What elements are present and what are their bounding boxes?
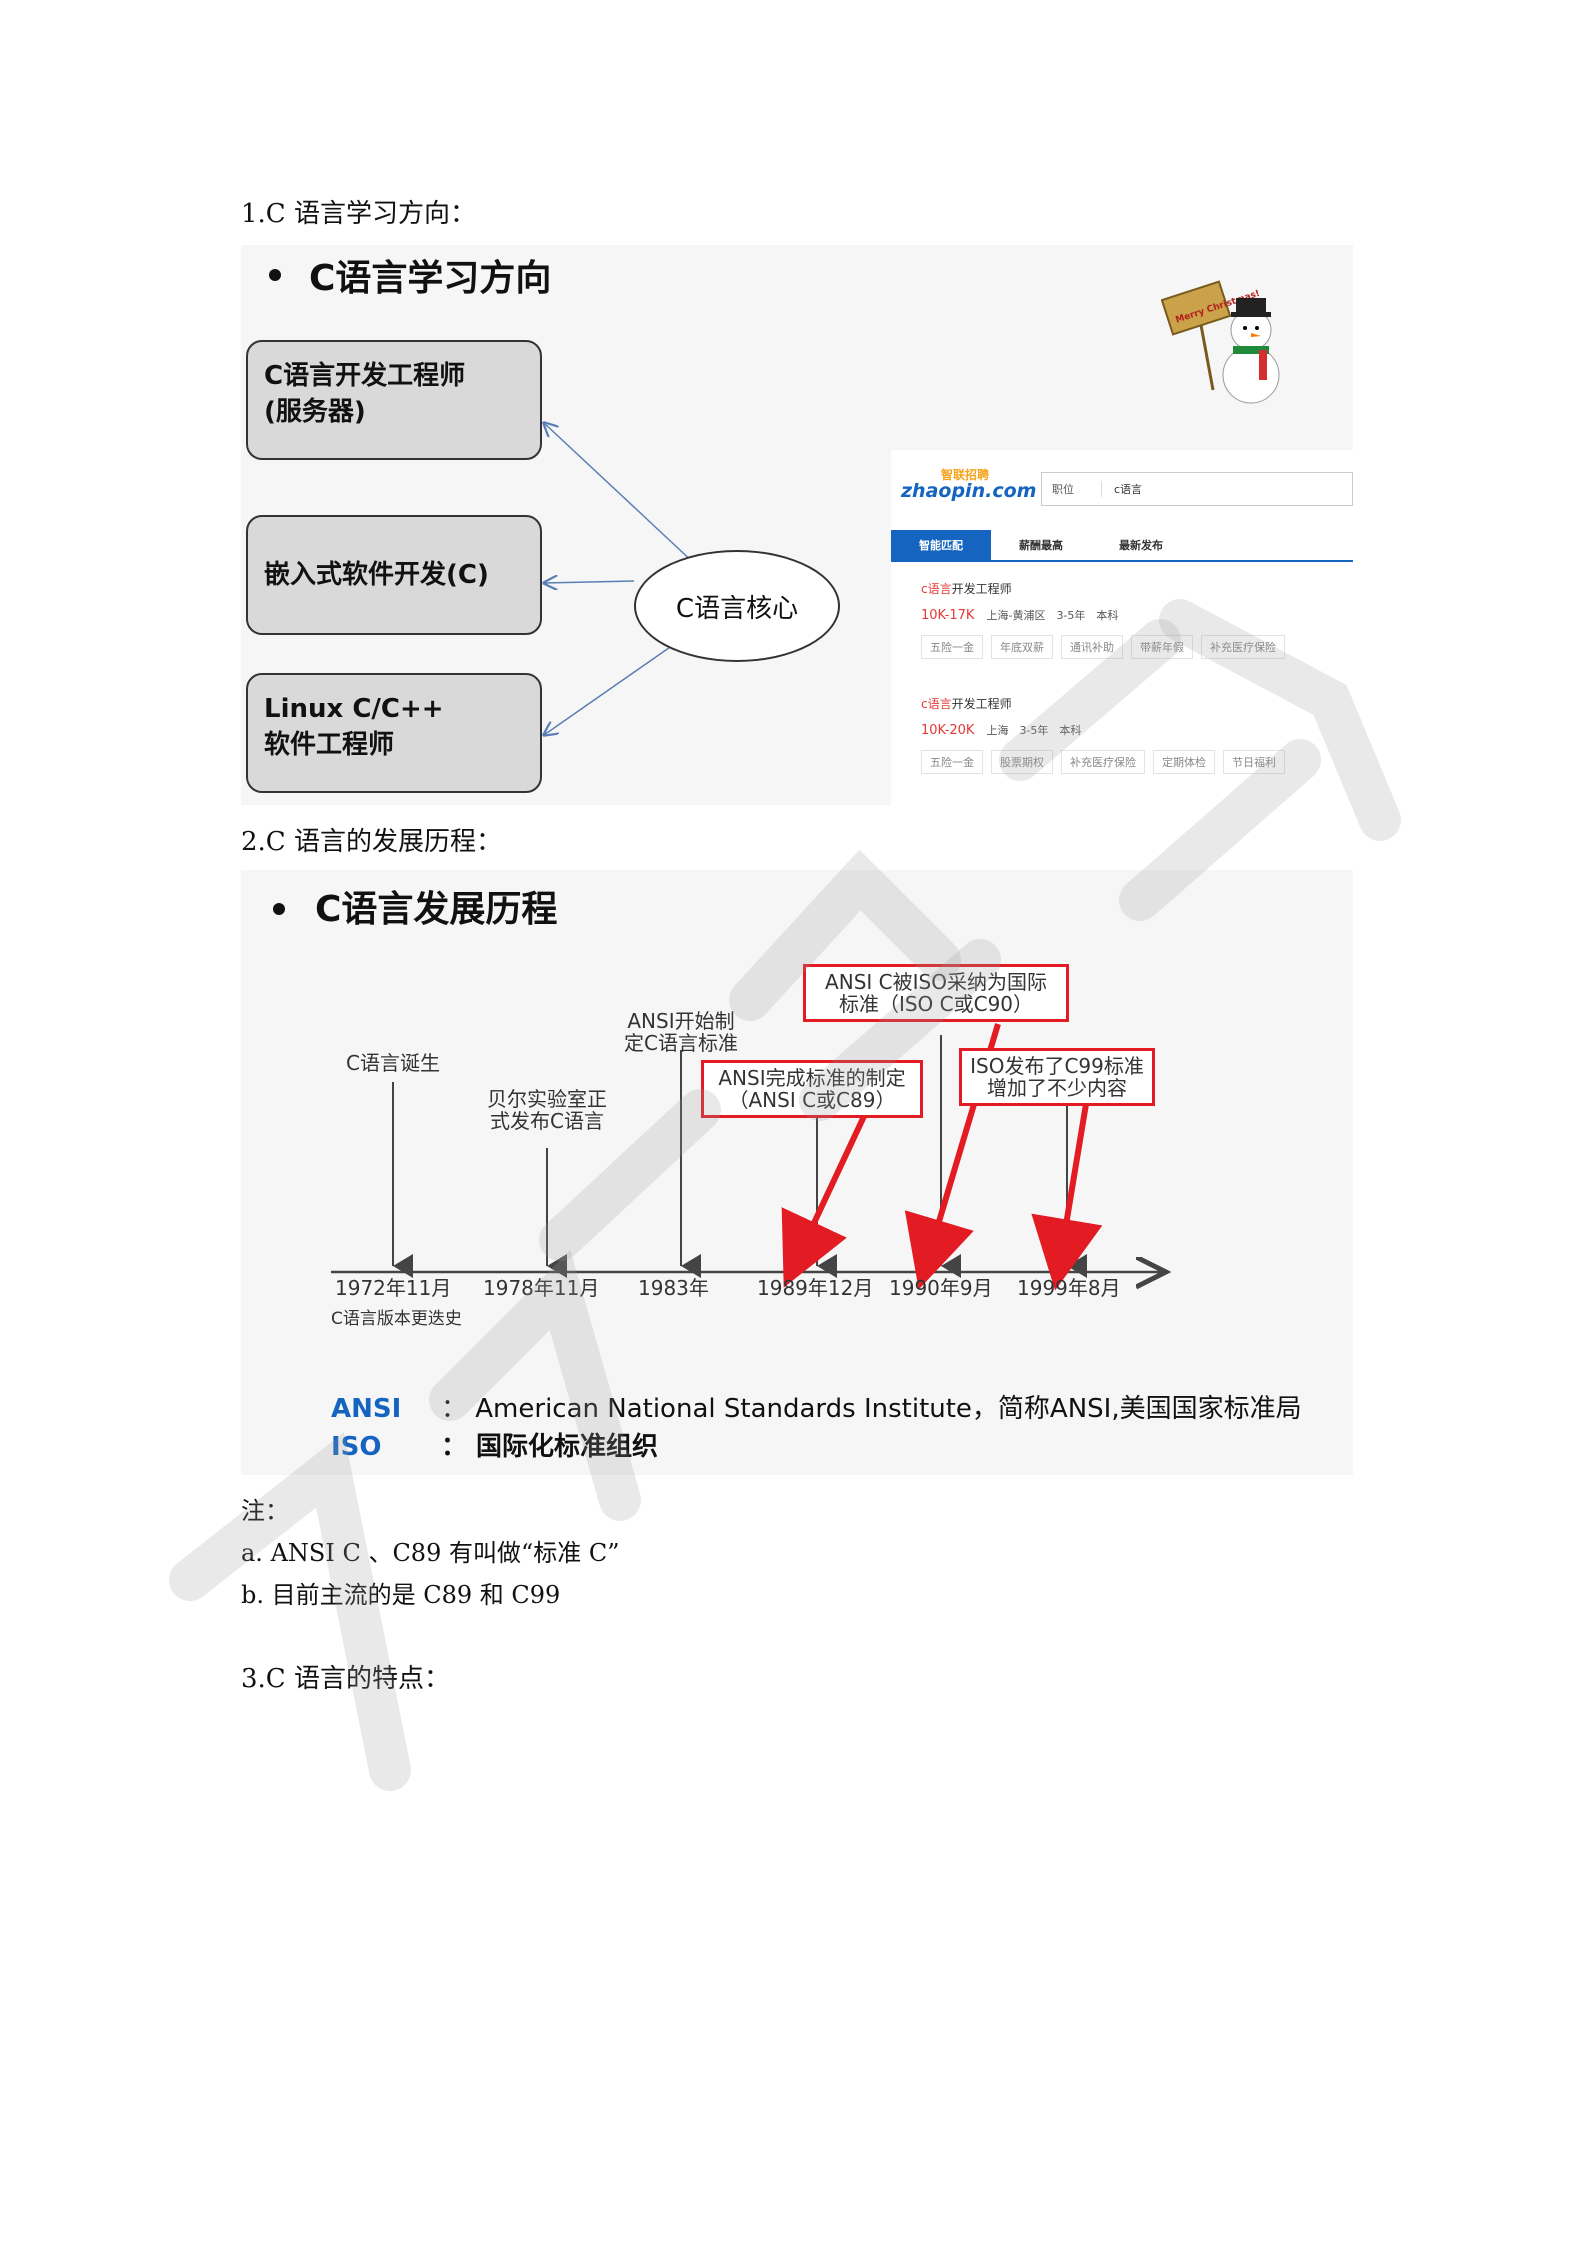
search-input[interactable]: c语言 <box>1114 483 1143 496</box>
timeline-date: 1989年12月 <box>757 1276 874 1300</box>
definition-text: ： 国际化标准组织 <box>441 1432 659 1462</box>
definition-abbr: ANSI <box>331 1394 402 1424</box>
zhaopin-logo: 智联招聘 zhaopin.com <box>901 468 1037 502</box>
notes-label: 注： <box>241 1497 289 1525</box>
section-heading-1: 1.C 语言学习方向： <box>241 199 476 229</box>
timeline-date: 1972年11月 <box>335 1276 452 1300</box>
definition-text: ： American National Standards Institute，… <box>441 1394 1302 1424</box>
bullet-icon <box>269 269 281 281</box>
tab-smart-match[interactable]: 智能匹配 <box>891 530 991 560</box>
direction-box-embedded: 嵌入式软件开发(C) <box>246 515 542 635</box>
bullet-icon <box>273 903 285 915</box>
job-listing-panel: 智联招聘 zhaopin.com 职位 c语言 智能匹配 薪酬最高 最新发布 c… <box>891 450 1353 805</box>
timeline-caption: C语言版本更迭史 <box>331 1309 462 1329</box>
timeline-graphic <box>331 1023 1353 1291</box>
event-ansi-start: ANSI开始制 定C语言标准 <box>624 1009 738 1055</box>
job-search-bar[interactable]: 职位 c语言 <box>1041 472 1353 506</box>
definition-abbr: ISO <box>331 1432 382 1462</box>
timeline-date: 1990年9月 <box>889 1276 993 1300</box>
job-tags: 五险一金 年底双薪 通讯补助 带薪年假 补充医疗保险 <box>921 635 1285 659</box>
logo-cn: 智联招聘 <box>941 468 990 482</box>
slide-title: C语言学习方向 <box>309 258 552 299</box>
event-c-birth: C语言诞生 <box>346 1051 440 1075</box>
slide-title: C语言发展历程 <box>315 889 558 930</box>
snowman-icon: Merry Christmas! <box>1161 280 1280 404</box>
section-heading-2: 2.C 语言的发展历程： <box>241 827 502 857</box>
logo-en: zhaopin.com <box>901 480 1037 502</box>
direction-box-server: C语言开发工程师 (服务器) <box>246 340 542 460</box>
direction-box-linux: Linux C/C++ 软件工程师 <box>246 673 542 793</box>
learning-direction-slide: C语言学习方向 C语言开发工程师 (服务器) 嵌入式软件开发(C) Linux … <box>241 245 1353 805</box>
timeline-date: 1999年8月 <box>1017 1276 1121 1300</box>
section-heading-3: 3.C 语言的特点： <box>241 1664 450 1694</box>
event-box-c89: ANSI完成标准的制定 （ANSI C或C89） <box>701 1060 923 1118</box>
event-bell-labs: 贝尔实验室正 式发布C语言 <box>487 1087 607 1133</box>
core-ellipse: C语言核心 <box>634 550 840 662</box>
job-title: c语言开发工程师 <box>921 697 1012 711</box>
tab-latest[interactable]: 最新发布 <box>1119 539 1163 552</box>
note-item: a. ANSI C 、C89 有叫做“标准 C” <box>241 1539 620 1567</box>
tab-highest-salary[interactable]: 薪酬最高 <box>1019 539 1063 552</box>
event-box-c99: ISO发布了C99标准 增加了不少内容 <box>959 1048 1155 1106</box>
timeline-date: 1978年11月 <box>483 1276 600 1300</box>
definition-ansi: ANSI ： American National Standards Instit… <box>331 1388 1302 1425</box>
timeline-date: 1983年 <box>638 1276 709 1300</box>
job-tabs: 智能匹配 薪酬最高 最新发布 <box>891 530 1353 562</box>
definition-iso: ISO ： 国际化标准组织 <box>331 1426 658 1463</box>
event-box-c90: ANSI C被ISO采纳为国际 标准（ISO C或C90） <box>803 964 1069 1022</box>
job-title: c语言开发工程师 <box>921 582 1012 596</box>
note-item: b. 目前主流的是 C89 和 C99 <box>241 1581 561 1609</box>
job-tags: 五险一金 股票期权 补充医疗保险 定期体检 节日福利 <box>921 750 1285 774</box>
search-category-select[interactable]: 职位 <box>1042 481 1102 497</box>
history-slide: C语言发展历程 C语言诞生 贝尔实验室正 式发布C语言 ANSI开始制 定C语言… <box>241 870 1353 1475</box>
